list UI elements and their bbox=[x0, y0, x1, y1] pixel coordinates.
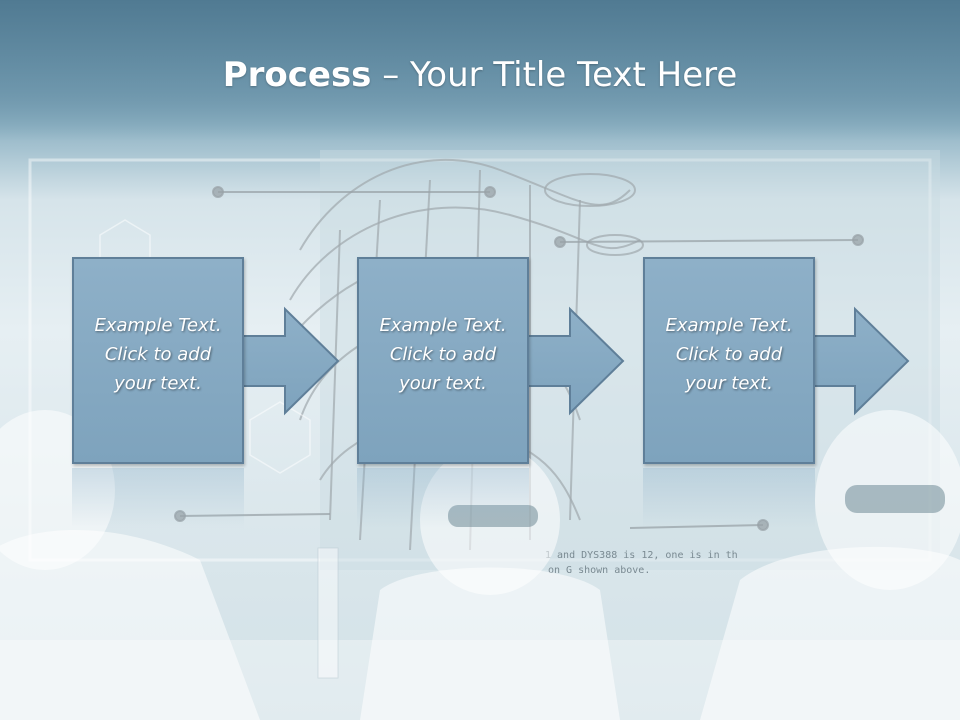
title-band bbox=[0, 0, 960, 140]
step-text-1[interactable]: Example Text. Click to add your text. bbox=[74, 311, 242, 398]
step-1-line-1: Example Text. bbox=[94, 315, 222, 336]
step-text-3[interactable]: Example Text. Click to add your text. bbox=[645, 311, 813, 398]
box-reflection-1 bbox=[72, 468, 244, 528]
step-3-line-2: Click to add bbox=[675, 344, 783, 365]
screen-text-2: on G shown above. bbox=[548, 565, 650, 576]
step-1-line-3: your text. bbox=[114, 373, 202, 394]
step-2-line-1: Example Text. bbox=[379, 315, 507, 336]
screen-text-1: 1 and DYS388 is 12, one is in th bbox=[545, 550, 738, 561]
step-box-1[interactable]: Example Text. Click to add your text. bbox=[72, 257, 244, 464]
step-text-2[interactable]: Example Text. Click to add your text. bbox=[359, 311, 527, 398]
step-3-line-3: your text. bbox=[685, 373, 773, 394]
box-reflection-2 bbox=[357, 468, 529, 528]
box-reflection-3 bbox=[643, 468, 815, 528]
arrow-step-1[interactable] bbox=[242, 306, 340, 416]
step-2-line-3: your text. bbox=[399, 373, 487, 394]
arrow-step-3[interactable] bbox=[813, 306, 910, 416]
title-rest-text: – Your Title Text Here bbox=[371, 55, 738, 95]
arrow-step-2[interactable] bbox=[527, 306, 625, 416]
step-box-3[interactable]: Example Text. Click to add your text. bbox=[643, 257, 815, 464]
step-box-2[interactable]: Example Text. Click to add your text. bbox=[357, 257, 529, 464]
slide-title[interactable]: Process – Your Title Text Here bbox=[0, 52, 960, 98]
step-1-line-2: Click to add bbox=[104, 344, 212, 365]
step-3-line-1: Example Text. bbox=[665, 315, 793, 336]
step-2-line-2: Click to add bbox=[389, 344, 497, 365]
title-bold-text: Process bbox=[222, 55, 372, 95]
